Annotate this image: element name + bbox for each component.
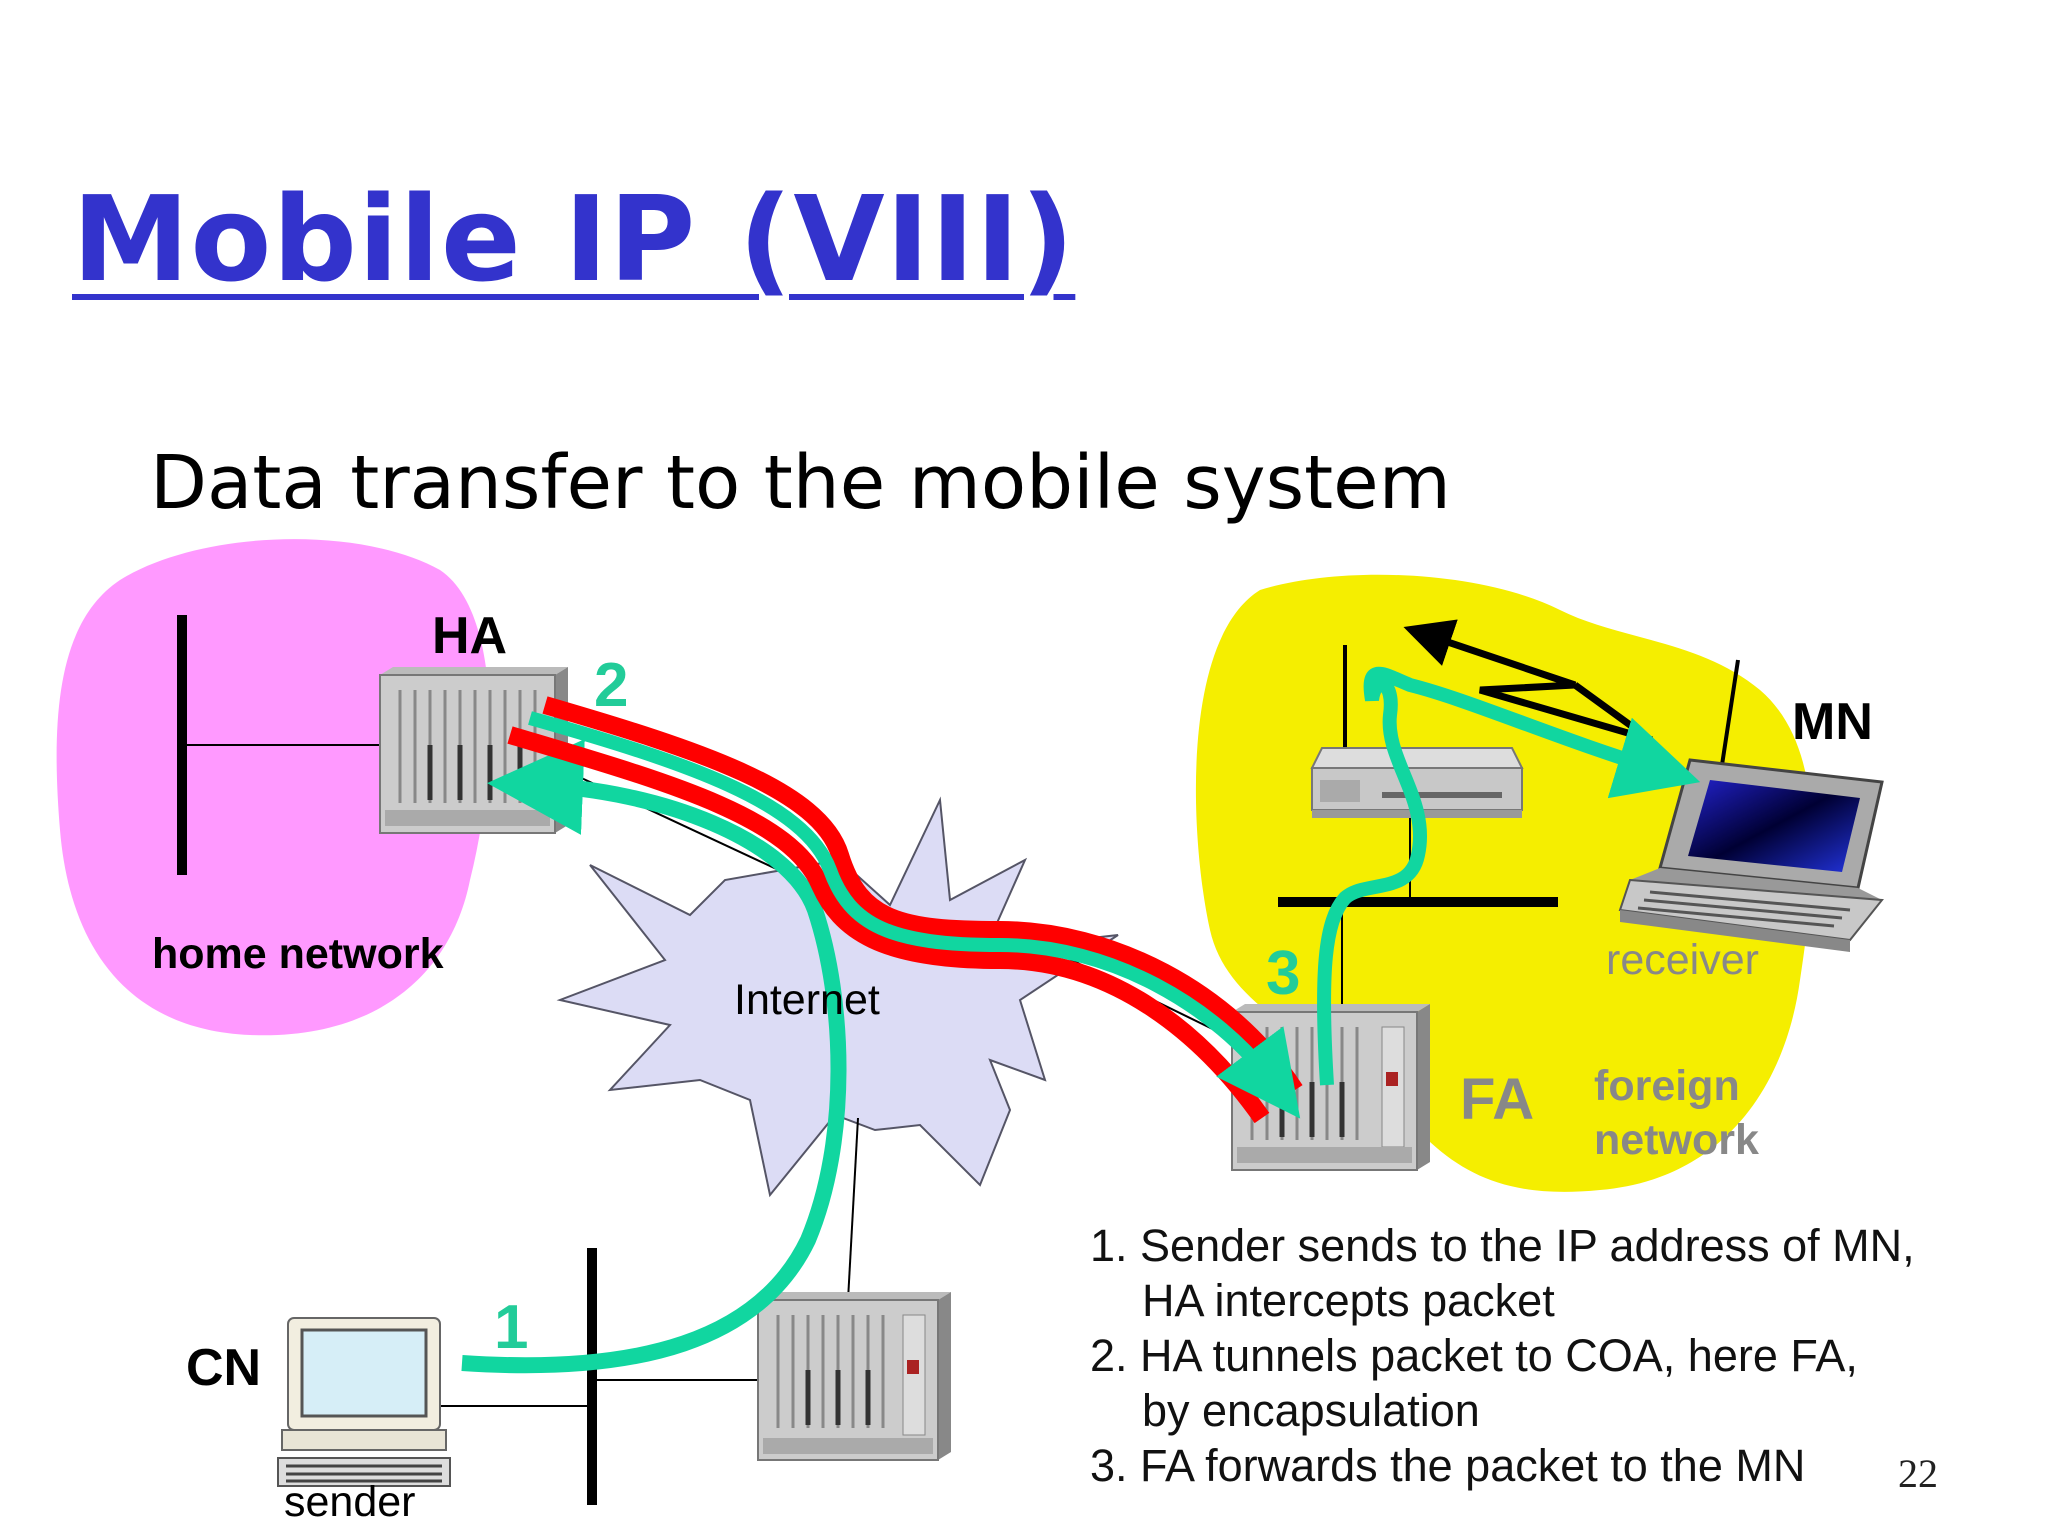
mn-laptop-icon — [1618, 758, 1884, 952]
path-ha-to-fa — [528, 711, 1301, 1119]
path-cn-to-ha — [461, 738, 847, 1374]
slide-title: Mobile IP (VIII) — [72, 170, 1076, 308]
label-network: network — [1594, 1116, 1759, 1164]
step-text-continued: by encapsulation — [1142, 1385, 1480, 1436]
label-home-network: home network — [152, 930, 444, 978]
page-number: 22 — [1898, 1451, 1938, 1496]
step-text-continued: HA intercepts packet — [1142, 1275, 1555, 1326]
router-internet-link — [847, 1117, 859, 1301]
step-item: 2. HA tunnels packet to COA, here FA, by… — [1090, 1328, 1915, 1438]
step-text: 1. Sender sends to the IP address of MN, — [1090, 1220, 1915, 1271]
slide-subtitle: Data transfer to the mobile system — [150, 440, 1451, 526]
steps-list: 1. Sender sends to the IP address of MN,… — [1090, 1218, 1915, 1493]
label-foreign: foreign — [1594, 1062, 1740, 1110]
step-item: 1. Sender sends to the IP address of MN,… — [1090, 1218, 1915, 1328]
cn-computer-icon — [277, 1317, 451, 1487]
path-fa-to-mn — [1317, 666, 1701, 1086]
wireless-link-icon — [1403, 619, 1653, 744]
label-sender: sender — [284, 1478, 416, 1526]
label-fa: FA — [1460, 1067, 1535, 1132]
step-text: 2. HA tunnels packet to COA, here FA, — [1090, 1330, 1858, 1381]
label-cn: CN — [186, 1339, 262, 1397]
sender-router-icon — [757, 1292, 951, 1461]
step-text: 3. FA forwards the packet to the MN — [1090, 1440, 1806, 1491]
label-internet: Internet — [734, 976, 880, 1024]
tunnel-red-lower — [507, 726, 1270, 1124]
marker-step-2: 2 — [594, 651, 629, 720]
marker-step-3: 3 — [1266, 939, 1301, 1008]
label-mn: MN — [1792, 693, 1873, 751]
laptop-antenna — [1720, 659, 1740, 766]
label-receiver: receiver — [1606, 936, 1759, 984]
marker-step-1: 1 — [494, 1293, 529, 1362]
step-item: 3. FA forwards the packet to the MN — [1090, 1438, 1915, 1493]
home-network-blob — [56, 539, 490, 1036]
label-ha: HA — [432, 607, 508, 665]
tunnel-red-upper — [542, 696, 1303, 1095]
